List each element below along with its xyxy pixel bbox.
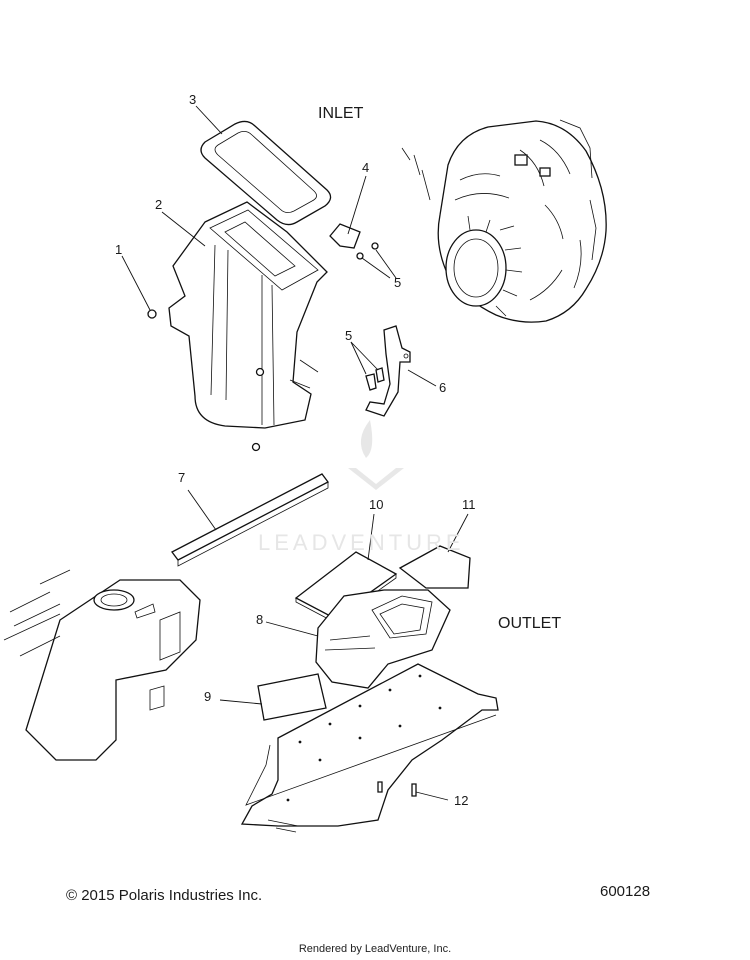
- watermark-text: LEADVENTURE: [258, 530, 465, 555]
- part-4-bracket: [329, 223, 361, 249]
- fasteners-top: [147, 242, 385, 452]
- outlet-label: OUTLET: [498, 615, 562, 632]
- callout-9: 9: [204, 689, 212, 704]
- callout-8: 8: [256, 612, 264, 627]
- vehicle-body-left: [3, 569, 201, 761]
- callout-10: 10: [369, 497, 384, 512]
- callout-2: 2: [155, 197, 163, 212]
- rendered-by-text: Rendered by LeadVenture, Inc.: [298, 943, 452, 955]
- part-8-outlet-duct: [315, 589, 451, 689]
- leader-lines: [121, 105, 469, 801]
- callout-4: 4: [362, 160, 370, 175]
- fender-panel: [240, 663, 499, 833]
- watermark-logo: [348, 420, 404, 490]
- callout-3: 3: [189, 92, 197, 107]
- callout-5b: 5: [345, 328, 353, 343]
- callout-5a: 5: [394, 275, 402, 290]
- callout-11: 11: [462, 497, 476, 512]
- inlet-label: INLET: [318, 105, 364, 122]
- callout-6: 6: [439, 380, 447, 395]
- part-6-bracket: [365, 325, 411, 417]
- diagram-number: 600128: [600, 883, 651, 900]
- part-11-pad: [398, 545, 471, 589]
- part-7-foam-strip: [171, 473, 329, 567]
- part-3-inlet-seal: [200, 120, 332, 226]
- fasteners-bottom: [377, 781, 417, 797]
- callout-12: 12: [454, 793, 469, 808]
- part-2-inlet-duct: [168, 201, 328, 429]
- copyright-text: © 2015 Polaris Industries Inc.: [66, 887, 263, 904]
- part-9-pad: [257, 673, 327, 721]
- callout-1: 1: [115, 242, 123, 257]
- callout-7: 7: [178, 470, 186, 485]
- engine-assembly: [401, 119, 607, 323]
